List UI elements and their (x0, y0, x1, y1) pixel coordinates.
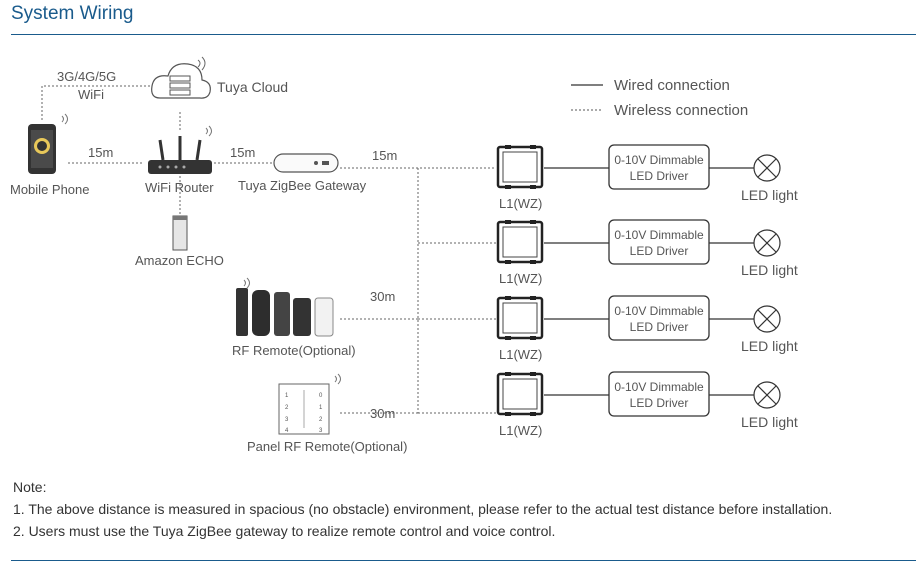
receiver-label: L1(WZ) (499, 347, 542, 362)
svg-text:2: 2 (285, 405, 289, 411)
receiver-label: L1(WZ) (499, 271, 542, 286)
driver-label-line2: LED Driver (630, 244, 689, 258)
note-item: 1. The above distance is measured in spa… (13, 501, 833, 517)
rf-remote-distance: 30m (370, 289, 395, 304)
receiver-icon (496, 372, 544, 416)
network-label: 3G/4G/5G (57, 69, 116, 84)
panel-remote-icon: 1 0 2 1 3 2 4 3 (278, 373, 341, 435)
led-light-icon (753, 381, 781, 409)
phone-label: Mobile Phone (10, 182, 90, 197)
cloud-label: Tuya Cloud (217, 79, 288, 95)
rf-remote-icon (236, 277, 334, 337)
svg-text:3: 3 (319, 428, 323, 434)
led-light-icon (753, 154, 781, 182)
driver-box (608, 219, 710, 265)
cloud-icon (151, 56, 211, 99)
receiver-label: L1(WZ) (499, 196, 542, 211)
legend-wireless-label: Wireless connection (614, 102, 748, 119)
echo-label: Amazon ECHO (135, 253, 224, 268)
page-title: System Wiring (11, 3, 134, 24)
wifi-router-icon (148, 125, 212, 174)
phone-cloud-link (41, 85, 150, 120)
svg-text:1: 1 (319, 405, 323, 411)
phone-router-distance: 15m (88, 145, 113, 160)
gateway-label: Tuya ZigBee Gateway (238, 178, 367, 193)
legend-wired-label: Wired connection (614, 77, 730, 94)
led-light-label: LED light (741, 262, 798, 278)
wiring-diagram: Wired connection Wireless connection 3G/… (10, 56, 798, 454)
receiver-label: L1(WZ) (499, 423, 542, 438)
panel-remote-distance: 30m (370, 406, 395, 421)
svg-text:1: 1 (285, 393, 289, 399)
router-label: WiFi Router (145, 180, 214, 195)
svg-text:3: 3 (285, 417, 289, 423)
svg-text:0: 0 (319, 393, 323, 399)
rf-remote-label: RF Remote(Optional) (232, 343, 356, 358)
notes-heading: Note: (13, 479, 47, 495)
footer-rule (11, 560, 916, 561)
wifi-label: WiFi (78, 87, 104, 102)
driver-label-line2: LED Driver (630, 396, 689, 410)
led-light-label: LED light (741, 414, 798, 430)
driver-label-line2: LED Driver (630, 320, 689, 334)
router-gateway-distance: 15m (230, 145, 255, 160)
led-light-icon (753, 305, 781, 333)
driver-label-line2: LED Driver (630, 169, 689, 183)
gateway-icon (273, 153, 339, 173)
led-light-label: LED light (741, 187, 798, 203)
driver-label-line1: 0-10V Dimmable (614, 380, 704, 394)
driver-label-line1: 0-10V Dimmable (614, 153, 704, 167)
receiver-icon (496, 220, 544, 264)
notes: Note: 1. The above distance is measured … (13, 476, 832, 542)
amazon-echo-icon (172, 215, 188, 251)
driver-box (608, 371, 710, 417)
note-item: 2. Users must use the Tuya ZigBee gatewa… (13, 523, 556, 539)
panel-remote-label: Panel RF Remote(Optional) (247, 439, 407, 454)
receiver-icon (496, 296, 544, 340)
driver-box (608, 295, 710, 341)
svg-text:2: 2 (319, 417, 323, 423)
header-rule (11, 34, 916, 35)
led-light-label: LED light (741, 338, 798, 354)
driver-label-line1: 0-10V Dimmable (614, 304, 704, 318)
driver-box (608, 144, 710, 190)
svg-text:4: 4 (285, 428, 289, 434)
driver-label-line1: 0-10V Dimmable (614, 228, 704, 242)
led-light-icon (753, 229, 781, 257)
mobile-phone-icon (28, 113, 68, 174)
receiver-icon (496, 145, 544, 189)
gateway-receivers-distance: 15m (372, 148, 397, 163)
